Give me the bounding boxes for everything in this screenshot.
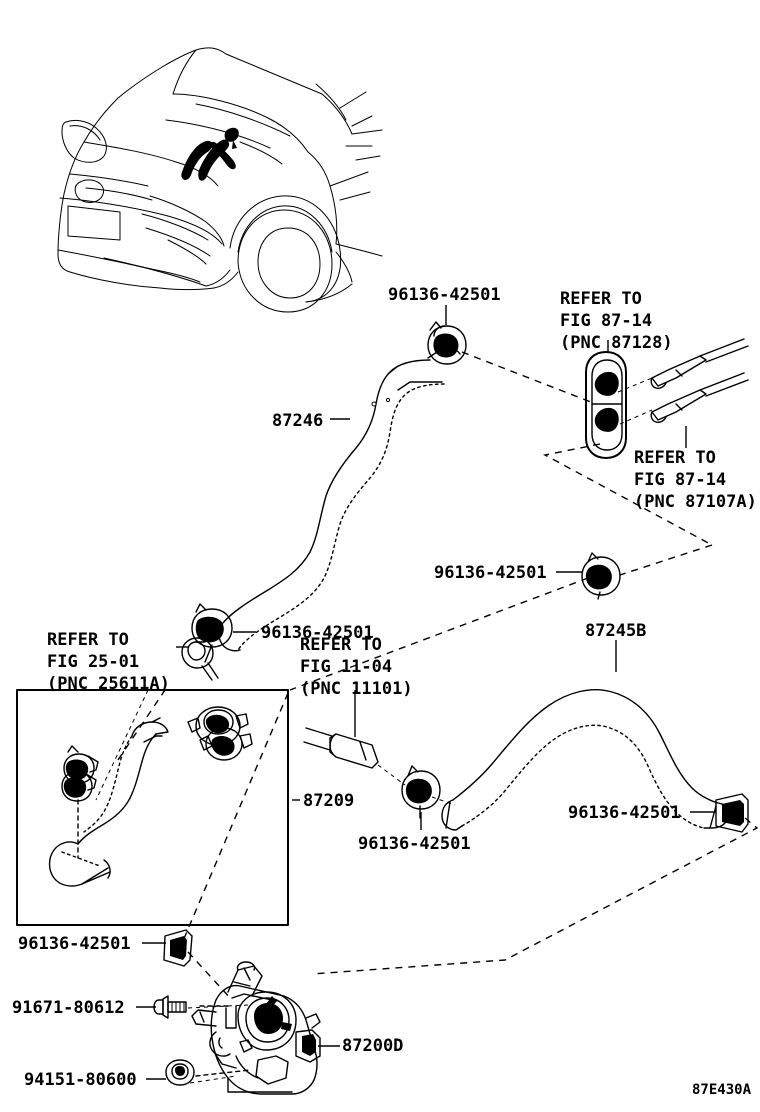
pipe-11101: [303, 727, 379, 769]
hose-87245b-shape: [441, 689, 730, 831]
label-clip-under: 96136-42501: [358, 834, 471, 854]
pump-assembly-87200d: [191, 961, 321, 1095]
grommet-87128: [585, 351, 627, 459]
label-hose-87246: 87246: [272, 411, 324, 431]
clip-96136-mid-right: [581, 552, 621, 600]
label-refer-87107a: REFER TO FIG 87-14 (PNC 87107A): [634, 448, 757, 512]
label-refer-11101: REFER TO FIG 11-04 (PNC 11101): [300, 635, 413, 699]
label-bolt-91671: 91671-80612: [12, 998, 125, 1018]
clip-96136-top: [427, 321, 467, 365]
label-nut-94151: 94151-80600: [24, 1070, 137, 1090]
label-hose-87245b: 87245B: [585, 621, 647, 641]
bolt-91671-80612: [153, 995, 187, 1019]
valve-25611a: [181, 637, 219, 681]
label-clip-bottom: 96136-42501: [18, 934, 131, 954]
label-clip-top: 96136-42501: [388, 285, 501, 305]
inset-clip-pair-right: [187, 706, 253, 761]
label-clip-mid-right: 96136-42501: [434, 563, 547, 583]
clip-96136-87245b-left: [401, 765, 441, 819]
clip-96136-87245b-right: [715, 793, 749, 833]
label-clip-mid-left: 96136-42501: [261, 623, 374, 643]
hose-87209-shape: [48, 717, 169, 887]
tube-stub-lower: [650, 372, 749, 423]
label-refer-25611a: REFER TO FIG 25-01 (PNC 25611A): [47, 630, 170, 694]
label-refer-87128: REFER TO FIG 87-14 (PNC 87128): [560, 289, 673, 353]
clip-96136-mid-left: [191, 603, 233, 663]
engine-bay-hose-highlight: [181, 127, 239, 181]
label-hose-87209: 87209: [303, 791, 355, 811]
nut-94151-80600: [165, 1059, 195, 1086]
figure-code: 87E430A: [692, 1082, 752, 1098]
tube-stub-upper: [650, 338, 749, 389]
inset-detail-box: [16, 689, 289, 926]
clip-96136-bottom: [163, 929, 193, 967]
label-clip-right-low: 96136-42501: [568, 803, 681, 823]
label-pump-87200d: 87200D: [342, 1036, 404, 1056]
inset-clip-pair-left: [61, 745, 99, 859]
